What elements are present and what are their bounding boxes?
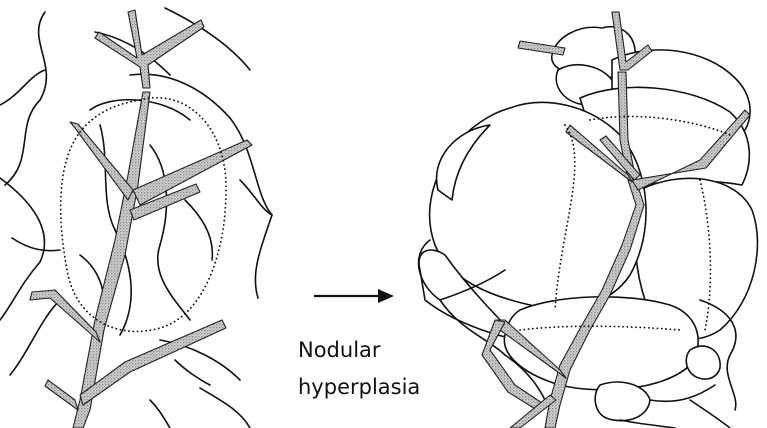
portal-vessels-left (30, 10, 252, 428)
caption-line-2: hyperplasia (298, 377, 420, 398)
nodular-liver-panel (419, 12, 758, 428)
caption-line-1: Nodular (298, 340, 381, 361)
normal-liver-panel (0, 8, 272, 428)
nodule-small-1 (686, 346, 720, 379)
nodule-small-2 (595, 382, 650, 421)
transition-arrow (314, 289, 394, 303)
